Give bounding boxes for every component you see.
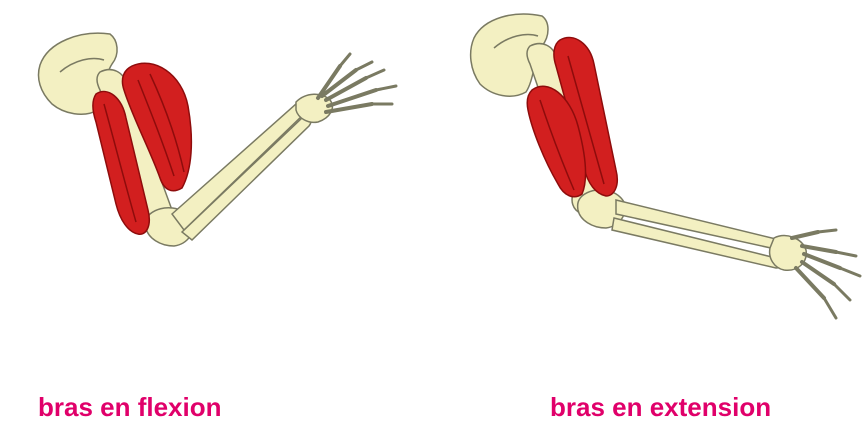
forearm-bones <box>612 200 786 268</box>
extension-panel: bras en extension <box>432 0 865 433</box>
extension-caption: bras en extension <box>550 392 771 422</box>
flexed-arm-illustration <box>0 0 432 380</box>
flexion-panel: bras en flexion <box>0 0 432 433</box>
hand-bones <box>770 230 860 318</box>
hand-bones <box>296 54 396 122</box>
forearm-bones <box>172 102 311 240</box>
flexion-caption: bras en flexion <box>38 392 222 422</box>
extended-arm-illustration <box>432 0 865 380</box>
